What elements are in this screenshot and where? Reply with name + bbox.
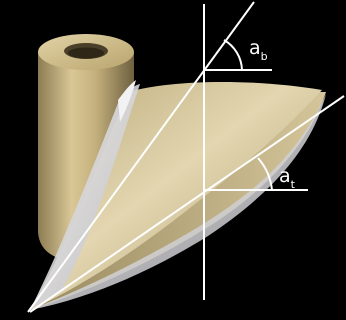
angle-arc-top [257,157,273,191]
construction-lines [27,1,345,313]
top-chord-line [29,95,345,313]
angle-label-bottom: ab [249,37,268,63]
angle-label-top: at [279,165,296,191]
bottom-chord-line [27,1,255,313]
angle-arc-bottom [223,39,243,71]
blade [30,80,326,310]
